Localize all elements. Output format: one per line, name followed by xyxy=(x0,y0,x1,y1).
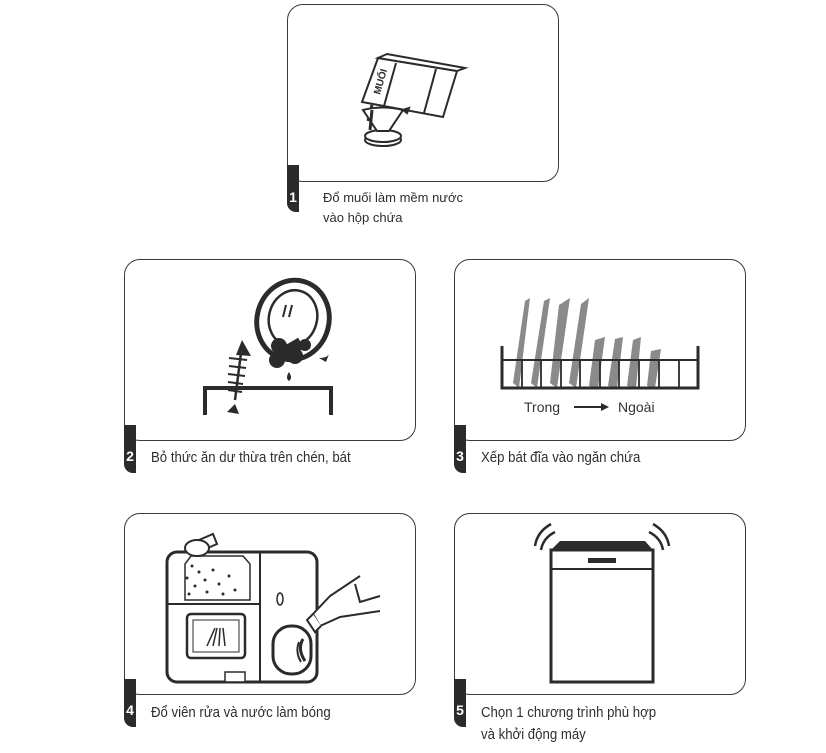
step-4-panel xyxy=(124,513,416,695)
step-2: 2 Bỏ thức ăn dư thừa trên chén, bát xyxy=(124,259,416,473)
step-4-badge-tail xyxy=(124,679,136,697)
step-5-badge-tail xyxy=(454,679,466,697)
step-1-caption-line-2: vào hộp chứa xyxy=(323,210,403,225)
dish-rack-loading-icon: Trong Ngoài xyxy=(500,298,700,415)
step-1-badge-tail xyxy=(287,165,299,183)
step-1-panel: MUỐI xyxy=(287,4,559,182)
step-3-panel: Trong Ngoài xyxy=(454,259,746,441)
step-3-number-badge: 3 xyxy=(454,441,466,473)
step-3-badge-tail xyxy=(454,425,466,443)
dishwasher-running-icon xyxy=(533,522,671,684)
step-2-number-badge: 2 xyxy=(124,441,136,473)
step-1: MUỐI 1 Đổ muối làm mềm nước vào hộp chứa xyxy=(0,0,826,240)
step-1-caption-line-1: Đổ muối làm mềm nước xyxy=(323,190,464,205)
detergent-rinse-aid-dispenser-icon xyxy=(165,532,381,684)
rack-label-from: Trong xyxy=(524,399,560,415)
step-3-caption: Xếp bát đĩa vào ngăn chứa xyxy=(481,449,641,466)
salt-box-pouring-into-funnel-icon: MUỐI xyxy=(360,52,469,147)
step-5-panel xyxy=(454,513,746,695)
step-2-badge-tail xyxy=(124,425,136,443)
step-1-number-badge: 1 xyxy=(287,182,299,212)
step-5-caption-line-1: Chọn 1 chương trình phù hợp xyxy=(481,704,657,721)
step-2-panel xyxy=(124,259,416,441)
step-4-number-badge: 4 xyxy=(124,695,136,727)
step-4-caption: Đổ viên rửa và nước làm bóng xyxy=(151,704,331,721)
step-3: Trong Ngoài 3 Xếp bát đĩa vào ngăn chứa xyxy=(454,259,746,473)
step-2-caption: Bỏ thức ăn dư thừa trên chén, bát xyxy=(151,449,351,466)
rack-label-to: Ngoài xyxy=(618,399,655,415)
scrape-leftovers-plate-fishbone-icon xyxy=(203,277,333,415)
step-5-caption-line-2: và khởi động máy xyxy=(481,726,586,743)
step-5-number-badge: 5 xyxy=(454,695,466,727)
